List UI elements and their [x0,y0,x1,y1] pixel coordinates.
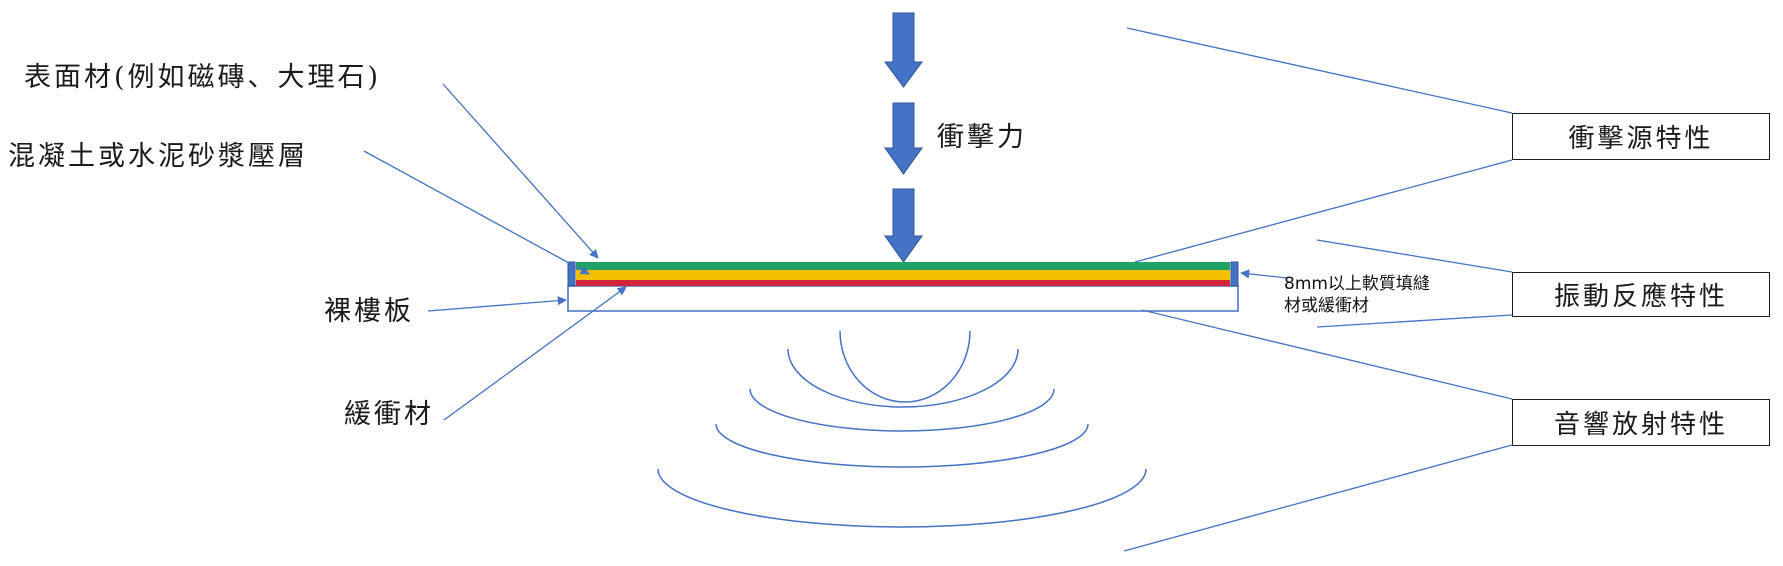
label-screed-layer: 混凝土或水泥砂漿壓層 [8,141,308,172]
label-edge-filler: 8mm以上軟質填縫 材或緩衝材 [1284,273,1430,317]
force-arrow-3 [884,188,923,263]
surface-layer [576,262,1230,270]
leader-lines [363,83,1288,421]
force-arrow-2 [884,102,923,175]
leader-screed [363,150,590,275]
label-bare-slab: 裸樓板 [324,296,414,327]
box-impact-source: 衝擊源特性 [1512,113,1770,160]
sound-wave-3 [749,388,1055,432]
edge-filler-left [567,261,576,287]
connector-vibration-1 [1316,239,1513,273]
bare-slab [567,285,1239,312]
connector-radiation-1 [1141,309,1513,400]
sound-wave-5 [657,468,1147,528]
box-vibration-response: 振動反應特性 [1512,272,1770,317]
label-edge-filler-line2: 材或緩衝材 [1284,296,1369,316]
floor-assembly [567,261,1239,312]
connector-source-1 [1126,27,1513,114]
force-arrow-1 [884,12,923,88]
box-sound-radiation: 音響放射特性 [1512,399,1770,446]
label-surface-material: 表面材(例如磁磚、大理石) [24,62,382,93]
connector-vibration-2 [1316,314,1513,328]
connector-lines [1123,27,1513,552]
label-cushion: 緩衝材 [344,399,434,430]
edge-filler-right [1230,261,1239,287]
cushion-layer [576,280,1230,286]
label-edge-filler-line1: 8mm以上軟質填縫 [1284,274,1430,294]
sound-wave-1 [839,330,971,403]
impact-force-arrows [884,12,923,263]
connector-source-2 [1134,159,1513,263]
screed-layer [576,270,1230,280]
sound-wave-4 [715,423,1089,468]
sound-waves [657,330,1147,528]
label-impact-force: 衝擊力 [937,122,1027,153]
leader-surface [442,83,599,259]
leader-edge-filler [1240,269,1288,279]
connector-radiation-2 [1123,444,1513,552]
leader-bare-slab [427,296,567,312]
leader-cushion [443,286,627,421]
sound-wave-2 [787,348,1019,408]
